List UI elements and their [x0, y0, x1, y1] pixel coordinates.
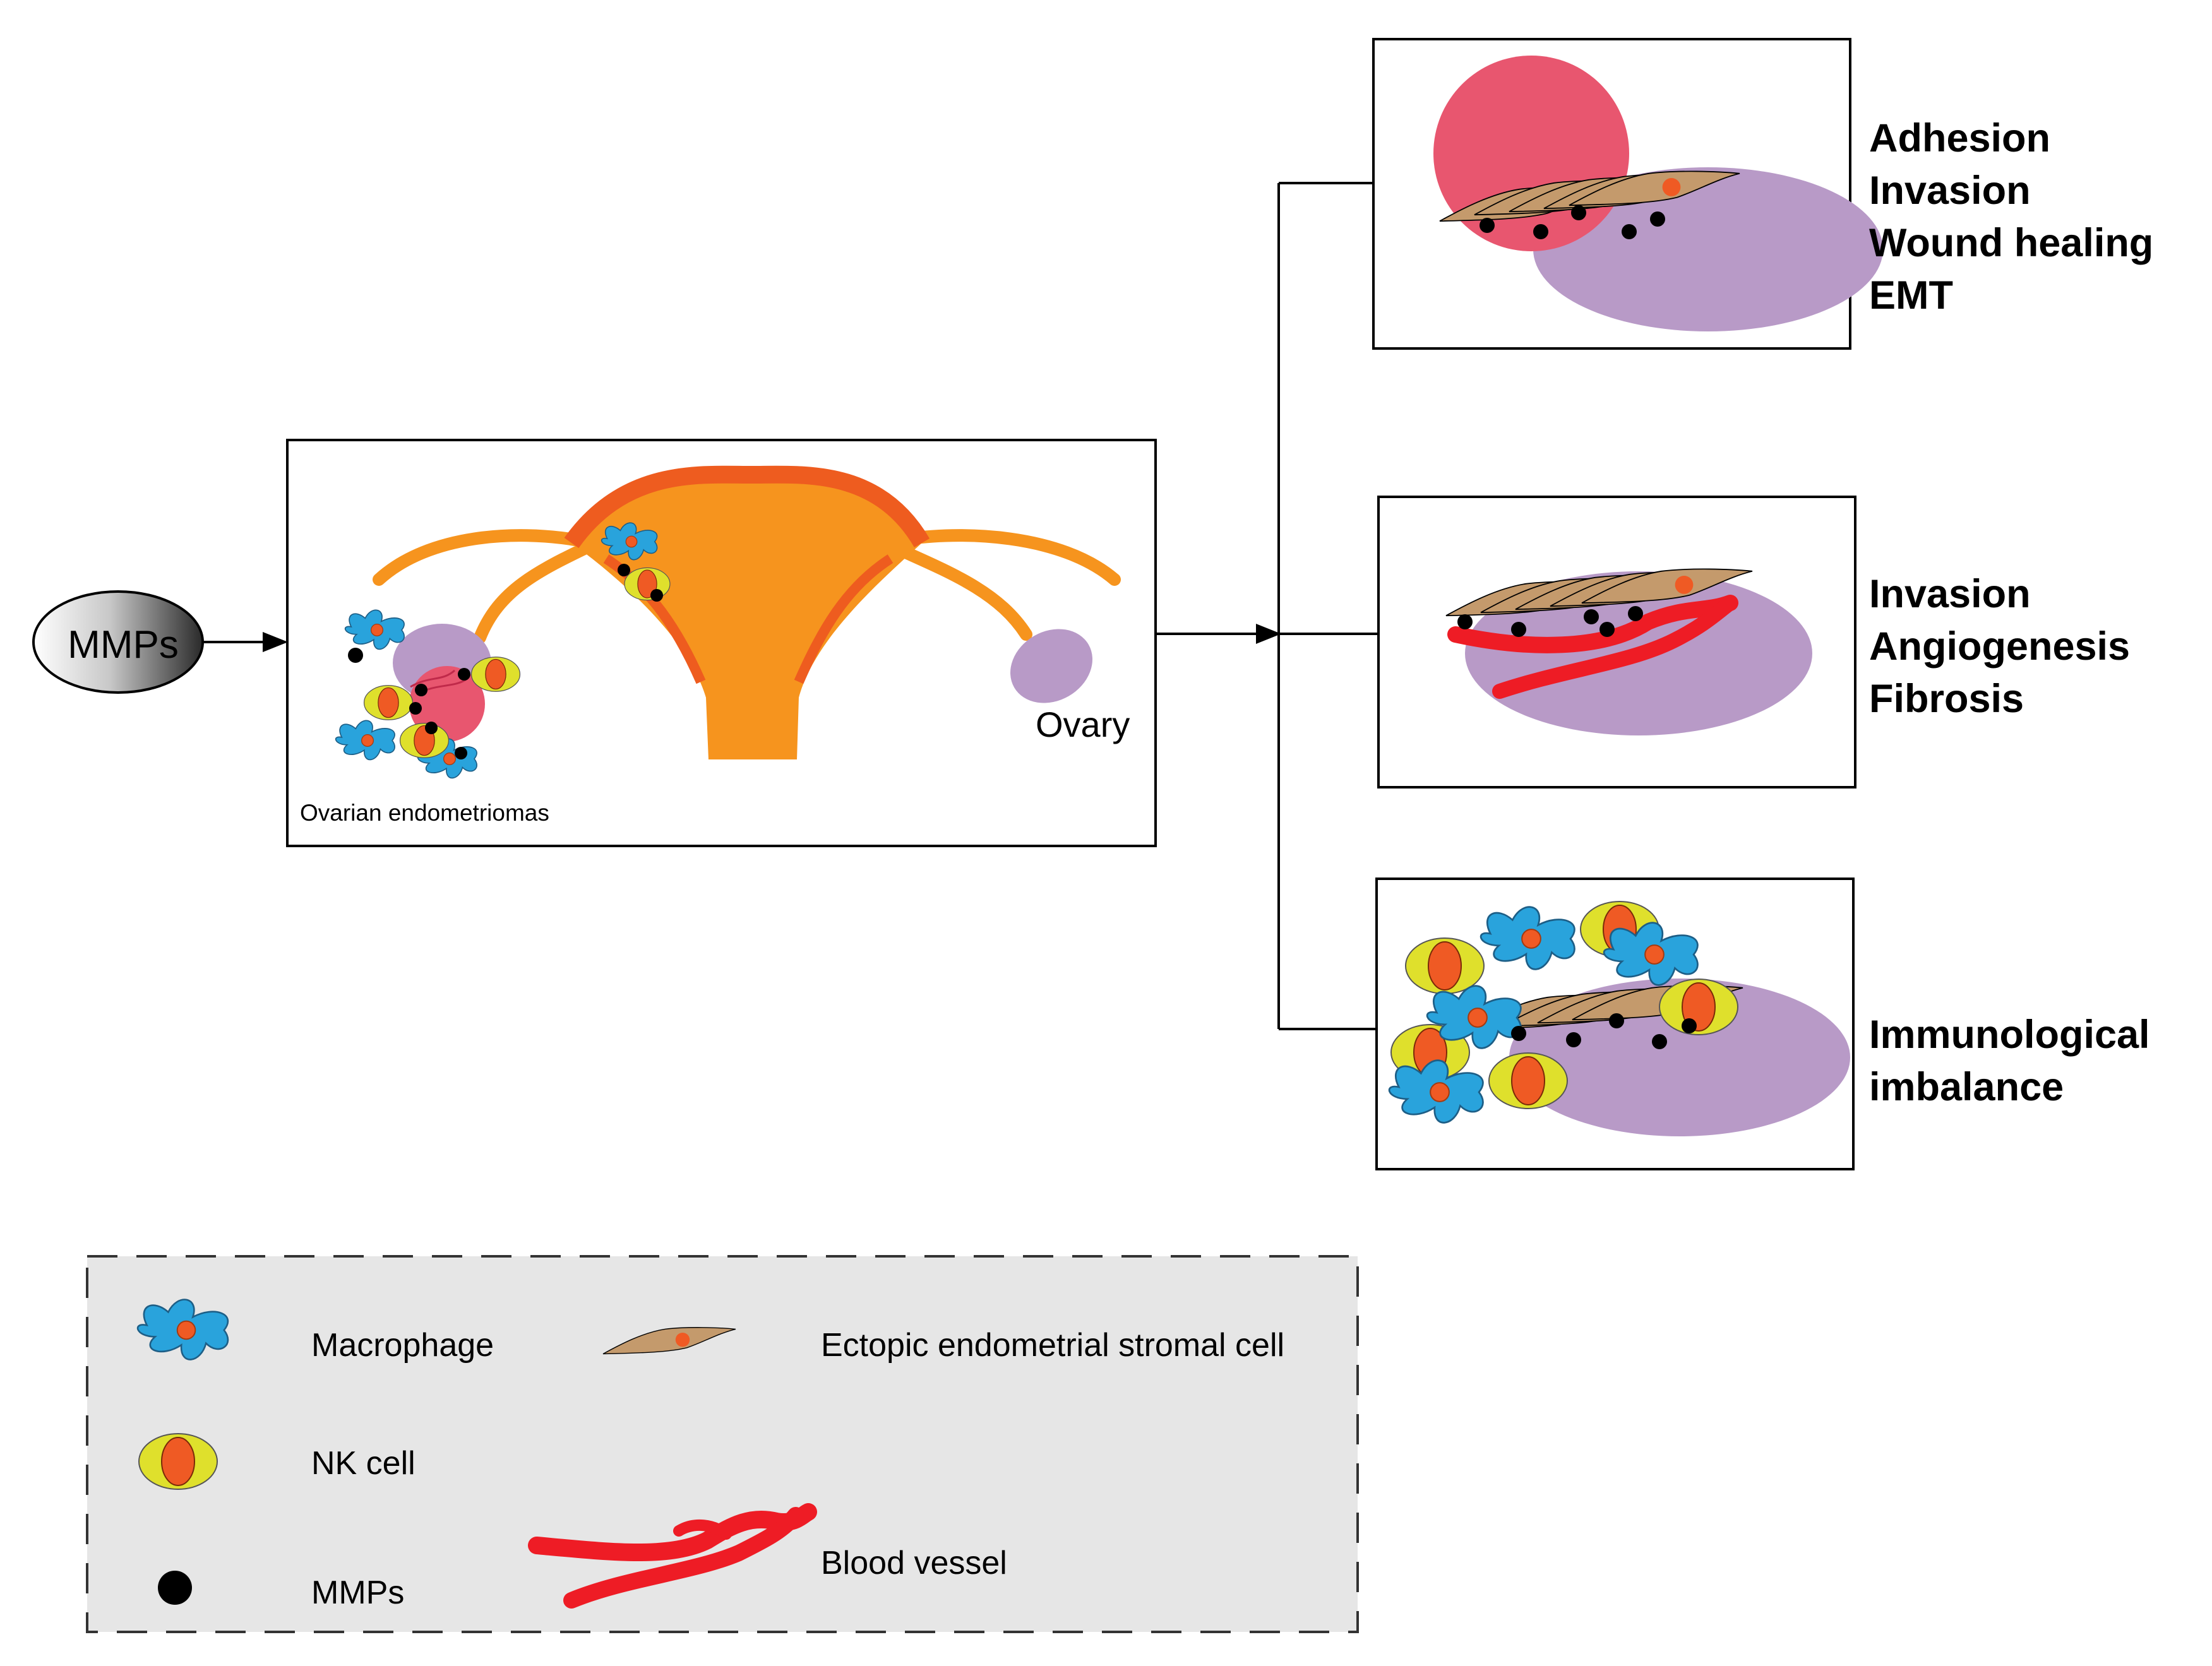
mmp-dots: [1480, 205, 1665, 239]
blood-vessel: [1447, 595, 1738, 699]
mmp-dot-icon: [158, 1571, 192, 1605]
nk-cell: [470, 657, 521, 692]
nk-cell: [624, 567, 671, 601]
outcome-panel-immunological: [1375, 878, 1855, 1170]
outcome-1-line-2: Invasion: [1869, 169, 2031, 213]
nk-cell: [1488, 1052, 1568, 1109]
blood-vessel-icon: [528, 1503, 817, 1609]
right-ovary: [1010, 629, 1092, 703]
nk-cell: [399, 723, 450, 758]
mmp-dots: [348, 564, 663, 759]
legend-stromal-cell-label: Ectopic endometrial stromal cell: [821, 1327, 1284, 1364]
mmp-dots: [1511, 1013, 1697, 1049]
outcome-panel-adhesion: [1372, 38, 1883, 350]
mmps-source-node: MMPs: [32, 590, 204, 694]
connector-lines: [1156, 182, 1378, 1030]
nk-cell: [1659, 979, 1738, 1035]
legend-macrophage-label: Macrophage: [311, 1327, 494, 1364]
outcome-text-3: Immunological imbalance: [1869, 1013, 2150, 1109]
outcome-2-line-3: Fibrosis: [1869, 677, 2024, 721]
outcome-text-1: Adhesion Invasion Wound healing EMT: [1869, 116, 2153, 318]
outcome-3-line-1: Immunological: [1869, 1013, 2150, 1057]
mmps-source-label: MMPs: [68, 623, 179, 667]
outcome-2-line-2: Angiogenesis: [1869, 624, 2130, 669]
legend-nk-cell-label: NK cell: [311, 1445, 415, 1482]
ovary-label: Ovary: [1036, 705, 1130, 744]
outcome-text-2: Invasion Angiogenesis Fibrosis: [1869, 572, 2130, 721]
outcome-1-line-4: EMT: [1869, 273, 1953, 318]
outcome-2-line-1: Invasion: [1869, 572, 2031, 616]
legend-mmps-label: MMPs: [311, 1574, 404, 1611]
outcome-3-line-2: imbalance: [1869, 1065, 2064, 1109]
legend: Macrophage NK cell MMPs Ectopic endometr…: [86, 1255, 1359, 1633]
main-panel: Ovary Ovarian endometriomas: [286, 439, 1157, 847]
outcome-panel-invasion: [1377, 496, 1856, 788]
legend-blood-vessel-label: Blood vessel: [821, 1545, 1007, 1581]
nk-cell-icon: [138, 1433, 218, 1490]
outcome-1-line-3: Wound healing: [1869, 221, 2153, 265]
outcome-1-line-1: Adhesion: [1869, 116, 2050, 160]
main-panel-caption: Ovarian endometriomas: [300, 800, 549, 826]
mmp-dots: [1457, 606, 1643, 637]
uterus: [373, 465, 1121, 759]
nk-cell: [363, 685, 414, 720]
nk-cell: [1405, 937, 1485, 994]
